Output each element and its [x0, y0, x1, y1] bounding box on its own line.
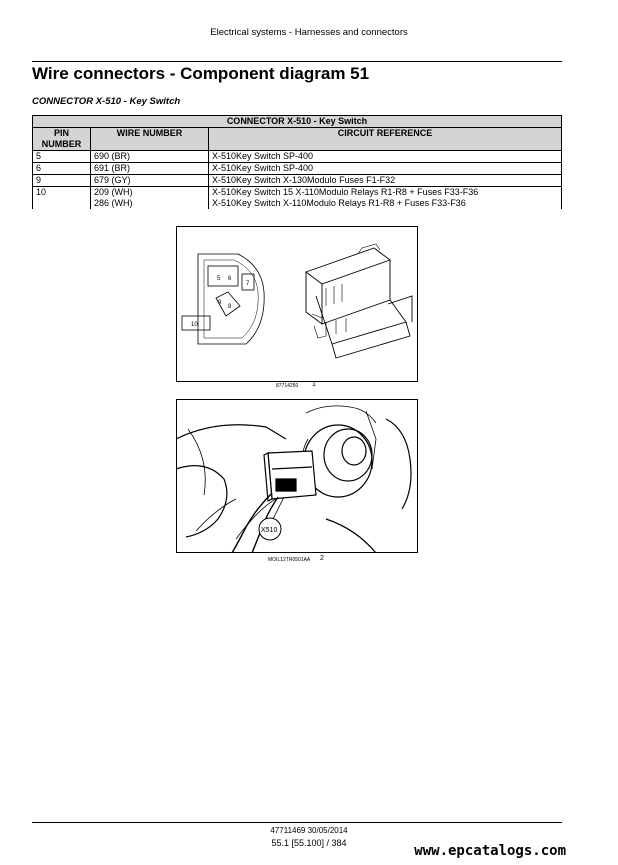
pin-label-7: 7	[246, 281, 250, 287]
section-subtitle: CONNECTOR X-510 - Key Switch	[32, 96, 181, 107]
table-row: 6 691 (BR) X-510Key Switch SP-400	[32, 162, 562, 175]
figure-1-connector-diagram: 5 6 7 8 9 10	[176, 226, 418, 382]
pin-label-8: 8	[228, 304, 232, 310]
figure-1-code: 87714250	[276, 383, 299, 389]
figure-2-number: 2	[320, 555, 324, 562]
figure-2-code: MOIL12TR0501AA	[268, 557, 311, 563]
circuit-line: X-510Key Switch X-110Modulo Relays R1-R8…	[212, 198, 466, 208]
header-circuit-reference: CIRCUIT REFERENCE	[208, 127, 562, 151]
table-row: 5 690 (BR) X-510Key Switch SP-400	[32, 150, 562, 163]
circuit-cell: X-510Key Switch SP-400	[208, 150, 562, 163]
wire-cell: 690 (BR)	[90, 150, 209, 163]
header-rule	[32, 61, 562, 62]
footer-page-number: 55.1 [55.100] / 384	[271, 838, 347, 848]
wire-cell: 679 (GY)	[90, 174, 209, 187]
connector-3d-drawing	[305, 243, 413, 359]
wire-cell: 691 (BR)	[90, 162, 209, 175]
pin-cell: 6	[32, 162, 91, 175]
footer-rule	[32, 822, 562, 823]
pin-label-5: 5	[217, 276, 221, 282]
circuit-cell: X-510Key Switch SP-400	[208, 162, 562, 175]
watermark-link[interactable]: www.epcatalogs.com	[414, 843, 566, 859]
callout-circle	[258, 517, 282, 541]
pinout-labels: 5 6 7 8 9 10	[191, 276, 250, 328]
circuit-cell: X-510Key Switch X-130Modulo Fuses F1-F32	[208, 174, 562, 187]
callout-x510: X510	[261, 527, 277, 534]
dashboard-lines	[176, 405, 412, 553]
connector-table: CONNECTOR X-510 - Key Switch PIN NUMBER …	[32, 115, 562, 209]
footer-document-id: 47711469 30/05/2014	[270, 826, 348, 835]
table-row: 9 679 (GY) X-510Key Switch X-130Modulo F…	[32, 174, 562, 187]
figure-1-number: 1	[312, 381, 316, 388]
pin-label-9: 9	[218, 300, 222, 306]
header-pin-number: PIN NUMBER	[32, 127, 91, 151]
table-caption: CONNECTOR X-510 - Key Switch	[32, 115, 562, 128]
pin-label-6: 6	[228, 276, 232, 282]
pin-cell: 10	[32, 186, 91, 209]
pinout-face	[181, 253, 265, 345]
wire-cell: 209 (WH) 286 (WH)	[90, 186, 209, 209]
circuit-line: X-510Key Switch 15 X-110Modulo Relays R1…	[212, 187, 479, 197]
page-title: Wire connectors - Component diagram 51	[32, 64, 370, 83]
wire-line: 286 (WH)	[94, 198, 133, 208]
pin-cell: 9	[32, 174, 91, 187]
figure-2-key-switch-location: X510	[176, 399, 418, 553]
callout-leader	[271, 496, 285, 522]
header-wire-number: WIRE NUMBER	[90, 127, 209, 151]
table-row: 10 209 (WH) 286 (WH) X-510Key Switch 15 …	[32, 186, 562, 209]
x510-connector-shape	[263, 450, 317, 502]
pin-cell: 5	[32, 150, 91, 163]
running-header: Electrical systems - Harnesses and conne…	[210, 27, 408, 38]
pin-label-10: 10	[191, 322, 198, 328]
circuit-cell: X-510Key Switch 15 X-110Modulo Relays R1…	[208, 186, 562, 209]
wire-line: 209 (WH)	[94, 187, 133, 197]
